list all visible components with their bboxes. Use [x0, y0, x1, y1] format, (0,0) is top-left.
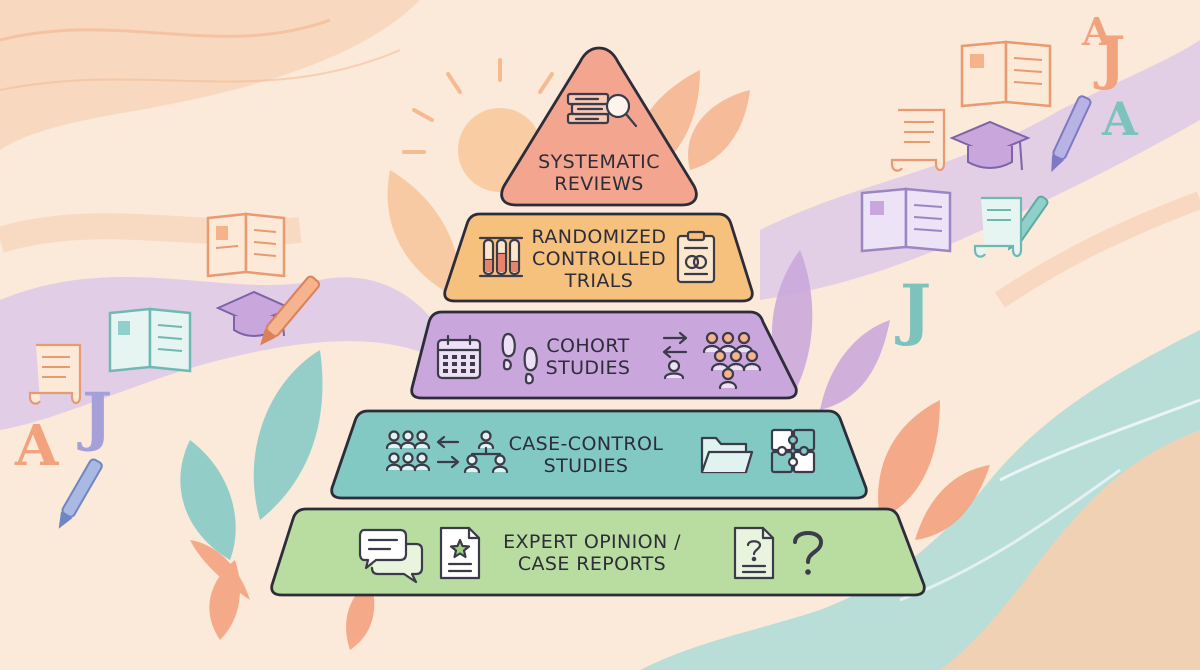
scroll-icon [28, 343, 82, 405]
test-tubes-icon [478, 236, 524, 278]
tier-shape [330, 409, 868, 500]
scroll-icon [973, 196, 1023, 258]
pen-icon [260, 275, 321, 346]
tier-label-line: CONTROLLED [532, 248, 666, 270]
letter-j: J [77, 379, 112, 454]
graduation-cap-icon [949, 120, 1031, 171]
calendar-icon [436, 334, 482, 380]
tier-label-line: REVIEWS [554, 173, 643, 195]
letter-a: A [1101, 92, 1139, 146]
question-document-icon [733, 526, 775, 580]
clipboard-icon [676, 230, 716, 284]
decorative-letters: A J A J A J [14, 9, 1139, 479]
open-book-icon [206, 212, 286, 278]
graduation-cap-icon [215, 290, 293, 337]
pen-icon [1051, 95, 1092, 173]
letter-a: A [1081, 9, 1112, 54]
tier-label-line: CASE REPORTS [518, 553, 666, 575]
pen-icon [58, 458, 103, 529]
tier-label-line: EXPERT OPINION / [503, 531, 681, 553]
tier-label-line: SYSTEMATIC [538, 151, 660, 173]
open-book-icon [108, 307, 192, 373]
folder-icon [700, 436, 754, 474]
tier-label-line: RANDOMIZED [532, 226, 667, 248]
letter-j: J [1093, 24, 1125, 92]
tier-label-line: STUDIES [546, 357, 631, 379]
puzzle-icon [770, 428, 816, 474]
tier-label-line: CASE-CONTROL [509, 433, 664, 455]
letter-j: J [895, 270, 931, 348]
open-book-icon [960, 40, 1052, 108]
decorative-icons [28, 40, 1092, 529]
open-book-icon [860, 187, 952, 253]
group-exchange-icon [662, 331, 762, 390]
tier-shape [443, 212, 754, 303]
book-stack-magnifier-icon [566, 92, 638, 128]
tier-label-line: STUDIES [544, 455, 629, 477]
scroll-icon [890, 108, 946, 172]
group-compare-icon [385, 430, 509, 474]
speech-bubbles-icon [358, 528, 424, 584]
letter-a: A [14, 413, 60, 479]
tier-label-line: COHORT [546, 335, 629, 357]
tier-shape [500, 46, 698, 207]
star-document-icon [439, 526, 481, 580]
evidence-pyramid: SYSTEMATICREVIEWSRANDOMIZEDCONTROLLEDTRI… [270, 46, 926, 597]
question-mark-icon [793, 531, 823, 575]
footprints-icon [501, 332, 538, 385]
tier-label-line: TRIALS [564, 270, 633, 292]
